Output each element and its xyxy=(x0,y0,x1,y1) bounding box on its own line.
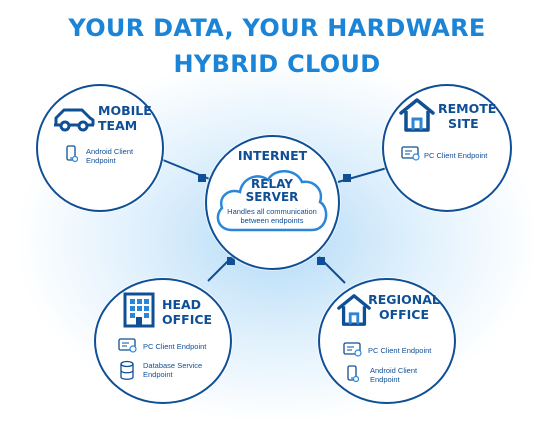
regional-title-line1: REGIONAL xyxy=(368,292,440,307)
remote-title-line1: REMOTE xyxy=(438,101,497,116)
car-icon xyxy=(54,108,95,132)
page-title: YOUR DATA, YOUR HARDWARE xyxy=(68,14,486,42)
link-head-node xyxy=(227,257,235,265)
relay-title-line2: SERVER xyxy=(245,190,299,204)
head-office-title: HEAD OFFICE xyxy=(162,297,222,327)
link-mobile-node xyxy=(198,174,206,182)
house-icon xyxy=(399,98,435,132)
phone-icon xyxy=(66,145,78,163)
head-endpoint2-line2: Endpoint xyxy=(143,370,173,379)
mobile-team-node xyxy=(36,84,164,212)
regional-endpoint2-line1: Android Client xyxy=(370,366,418,375)
head-title-line2: OFFICE xyxy=(162,312,213,327)
regional-office-title: REGIONAL OFFICE xyxy=(366,292,442,322)
mobile-team-title: MOBILE TEAM xyxy=(98,103,158,133)
relay-desc-line1: Handles all communication xyxy=(227,207,317,216)
cloud-icon xyxy=(216,170,328,232)
link-regional-node xyxy=(317,257,325,265)
regional-endpoint2-line2: Endpoint xyxy=(370,375,400,384)
remote-site-title: REMOTE SITE xyxy=(438,101,504,131)
relay-desc-line2: between endpoints xyxy=(240,216,304,225)
mobile-title-line2: TEAM xyxy=(98,118,138,133)
link-remote-node xyxy=(343,174,351,182)
head-title-line1: HEAD xyxy=(162,297,202,312)
internet-label: INTERNET xyxy=(237,148,308,163)
pc-certificate-icon xyxy=(118,338,137,353)
regional-office-node xyxy=(318,278,456,404)
pc-certificate-icon xyxy=(343,342,362,357)
head-endpoint2-label: Database Service Endpoint xyxy=(143,361,202,379)
relay-server-description: Handles all communication between endpoi… xyxy=(212,207,332,225)
regional-endpoint1-label: PC Client Endpoint xyxy=(368,346,432,355)
remote-title-line2: SITE xyxy=(448,116,479,131)
head-endpoint1-label: PC Client Endpoint xyxy=(143,342,207,351)
relay-server-title: RELAY SERVER xyxy=(212,178,332,204)
mobile-title-line1: MOBILE xyxy=(98,103,152,118)
relay-title-line1: RELAY xyxy=(251,177,293,191)
regional-endpoint2-label: Android Client Endpoint xyxy=(370,366,417,384)
page-subtitle: HYBRID CLOUD xyxy=(173,50,381,78)
remote-site-node xyxy=(382,84,512,212)
remote-endpoint-label: PC Client Endpoint xyxy=(424,151,488,160)
phone-icon xyxy=(347,365,359,383)
mobile-endpoint-line2: Endpoint xyxy=(86,156,116,165)
building-icon xyxy=(123,292,155,328)
head-office-node xyxy=(94,278,232,404)
house-icon xyxy=(337,294,371,326)
head-endpoint2-line1: Database Service xyxy=(143,361,203,370)
mobile-endpoint-label: Android Client Endpoint xyxy=(86,147,133,165)
mobile-endpoint-line1: Android Client xyxy=(86,147,134,156)
regional-title-line2: OFFICE xyxy=(378,307,430,322)
pc-certificate-icon xyxy=(401,146,420,161)
database-icon xyxy=(120,360,134,380)
